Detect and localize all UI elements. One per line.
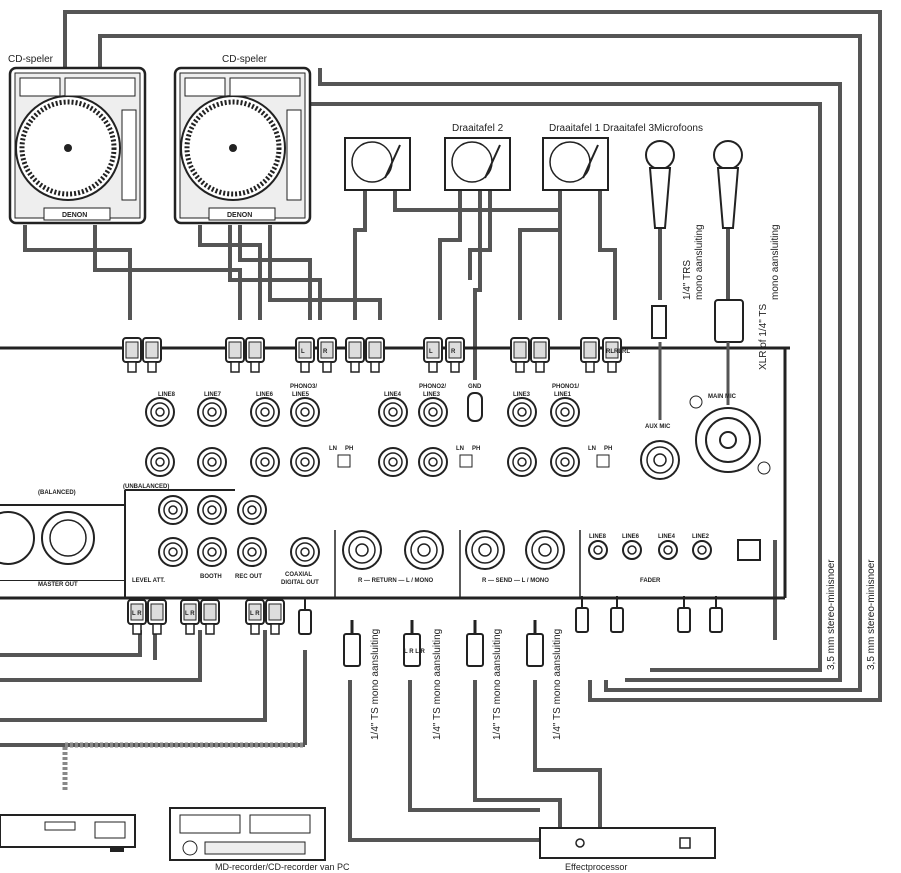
plug-l-phono2: L [429, 349, 433, 355]
label-ts-2: 1/4" TS mono aansluiting [432, 629, 443, 740]
cd-player-1-label: CD-speler [8, 54, 54, 65]
label-main-mic: MAIN MIC [708, 394, 737, 400]
label-fader-line6: LINE6 [622, 534, 640, 540]
plug-rlrlrl: RLRLRL [606, 349, 630, 355]
label-xlr: XLR of 1/4" TS [758, 303, 769, 370]
turntables-mics-label: Draaitafel 1 Draaitafel 3Microfoons [549, 123, 703, 134]
label-gnd: GND [468, 384, 482, 390]
effect-processor-label: Effectprocessor [565, 862, 627, 872]
label-balanced: (BALANCED) [38, 490, 76, 496]
cd-player-2-label: CD-speler [222, 54, 268, 65]
label-phono1: PHONO1/ [552, 384, 579, 390]
label-fader-line8: LINE8 [589, 534, 607, 540]
label-ts-1: 1/4" TS mono aansluiting [370, 629, 381, 740]
label-aux-mic: AUX MIC [645, 424, 671, 430]
label-unbalanced: (UNBALANCED) [123, 484, 169, 490]
label-phono2: PHONO2/ [419, 384, 446, 390]
microphone-2 [713, 140, 744, 343]
label-booth: BOOTH [200, 574, 222, 580]
label-ts-4: 1/4" TS mono aansluiting [552, 629, 563, 740]
label-line3-a: LINE3 [423, 392, 441, 398]
plug-l-phono3: L [301, 349, 305, 355]
turntable-2 [444, 137, 511, 191]
rca-plugs-top [122, 337, 622, 373]
turntable-1 [344, 137, 411, 191]
label-rec-out: REC OUT [235, 574, 262, 580]
label-minijack-1: 3,5 mm stereo-minisnoer [826, 559, 837, 670]
label-mono-1: mono aansluiting [694, 224, 705, 300]
plug-r-phono2: R [451, 349, 456, 355]
cables [0, 10, 882, 842]
cd-player-2 [173, 66, 312, 225]
cd-player-1 [8, 66, 147, 225]
turntable-2-label: Draaitafel 2 [452, 123, 504, 134]
plug-lrlr: L R L R [404, 649, 425, 655]
label-line1: LINE1 [554, 392, 572, 398]
label-ph-2: PH [472, 446, 480, 452]
label-ln-2: LN [456, 446, 464, 452]
label-trs: 1/4" TRS [682, 260, 693, 300]
label-mono-2: mono aansluiting [770, 224, 781, 300]
turntable-3 [542, 137, 609, 191]
label-ln-3: LN [588, 446, 596, 452]
label-ln-1: LN [329, 446, 337, 452]
md-recorder-label: MD-recorder/CD-recorder van PC [215, 862, 350, 872]
input-jacks [145, 392, 771, 480]
plug-master-lr: L R [132, 611, 142, 617]
plug-rec-lr: L R [250, 611, 260, 617]
label-fader-line2: LINE2 [692, 534, 710, 540]
cd-player-1-brand: DENON [62, 212, 87, 219]
label-coaxial: COAXIAL [285, 572, 312, 578]
label-level-att: LEVEL ATT. [132, 578, 165, 584]
label-master-out: MASTER OUT [38, 582, 78, 588]
plug-booth-lr: L R [185, 611, 195, 617]
cd-recorder-left [0, 814, 136, 852]
md-recorder [169, 807, 326, 861]
label-ts-3: 1/4" TS mono aansluiting [492, 629, 503, 740]
label-line6: LINE6 [256, 392, 274, 398]
label-line4: LINE4 [384, 392, 402, 398]
cd-player-2-brand: DENON [227, 212, 252, 219]
label-fader-line4: LINE4 [658, 534, 676, 540]
label-return: R — RETURN — L / MONO [358, 578, 434, 584]
label-phono3: PHONO3/ [290, 384, 317, 390]
effect-processor [539, 827, 716, 859]
label-fader: FADER [640, 578, 661, 584]
output-plugs [127, 595, 723, 668]
microphone-1 [645, 140, 675, 339]
output-section [0, 495, 761, 581]
label-ph-3: PH [604, 446, 612, 452]
label-line7: LINE7 [204, 392, 222, 398]
label-send: R — SEND — L / MONO [482, 578, 549, 584]
label-minijack-2: 3,5 mm stereo-minisnoer [866, 559, 877, 670]
plug-r-phono3: R [323, 349, 328, 355]
label-line3-b: LINE3 [513, 392, 531, 398]
label-line5: LINE5 [292, 392, 310, 398]
label-ph-1: PH [345, 446, 353, 452]
label-digital-out: DIGITAL OUT [281, 580, 319, 586]
label-line8: LINE8 [158, 392, 176, 398]
